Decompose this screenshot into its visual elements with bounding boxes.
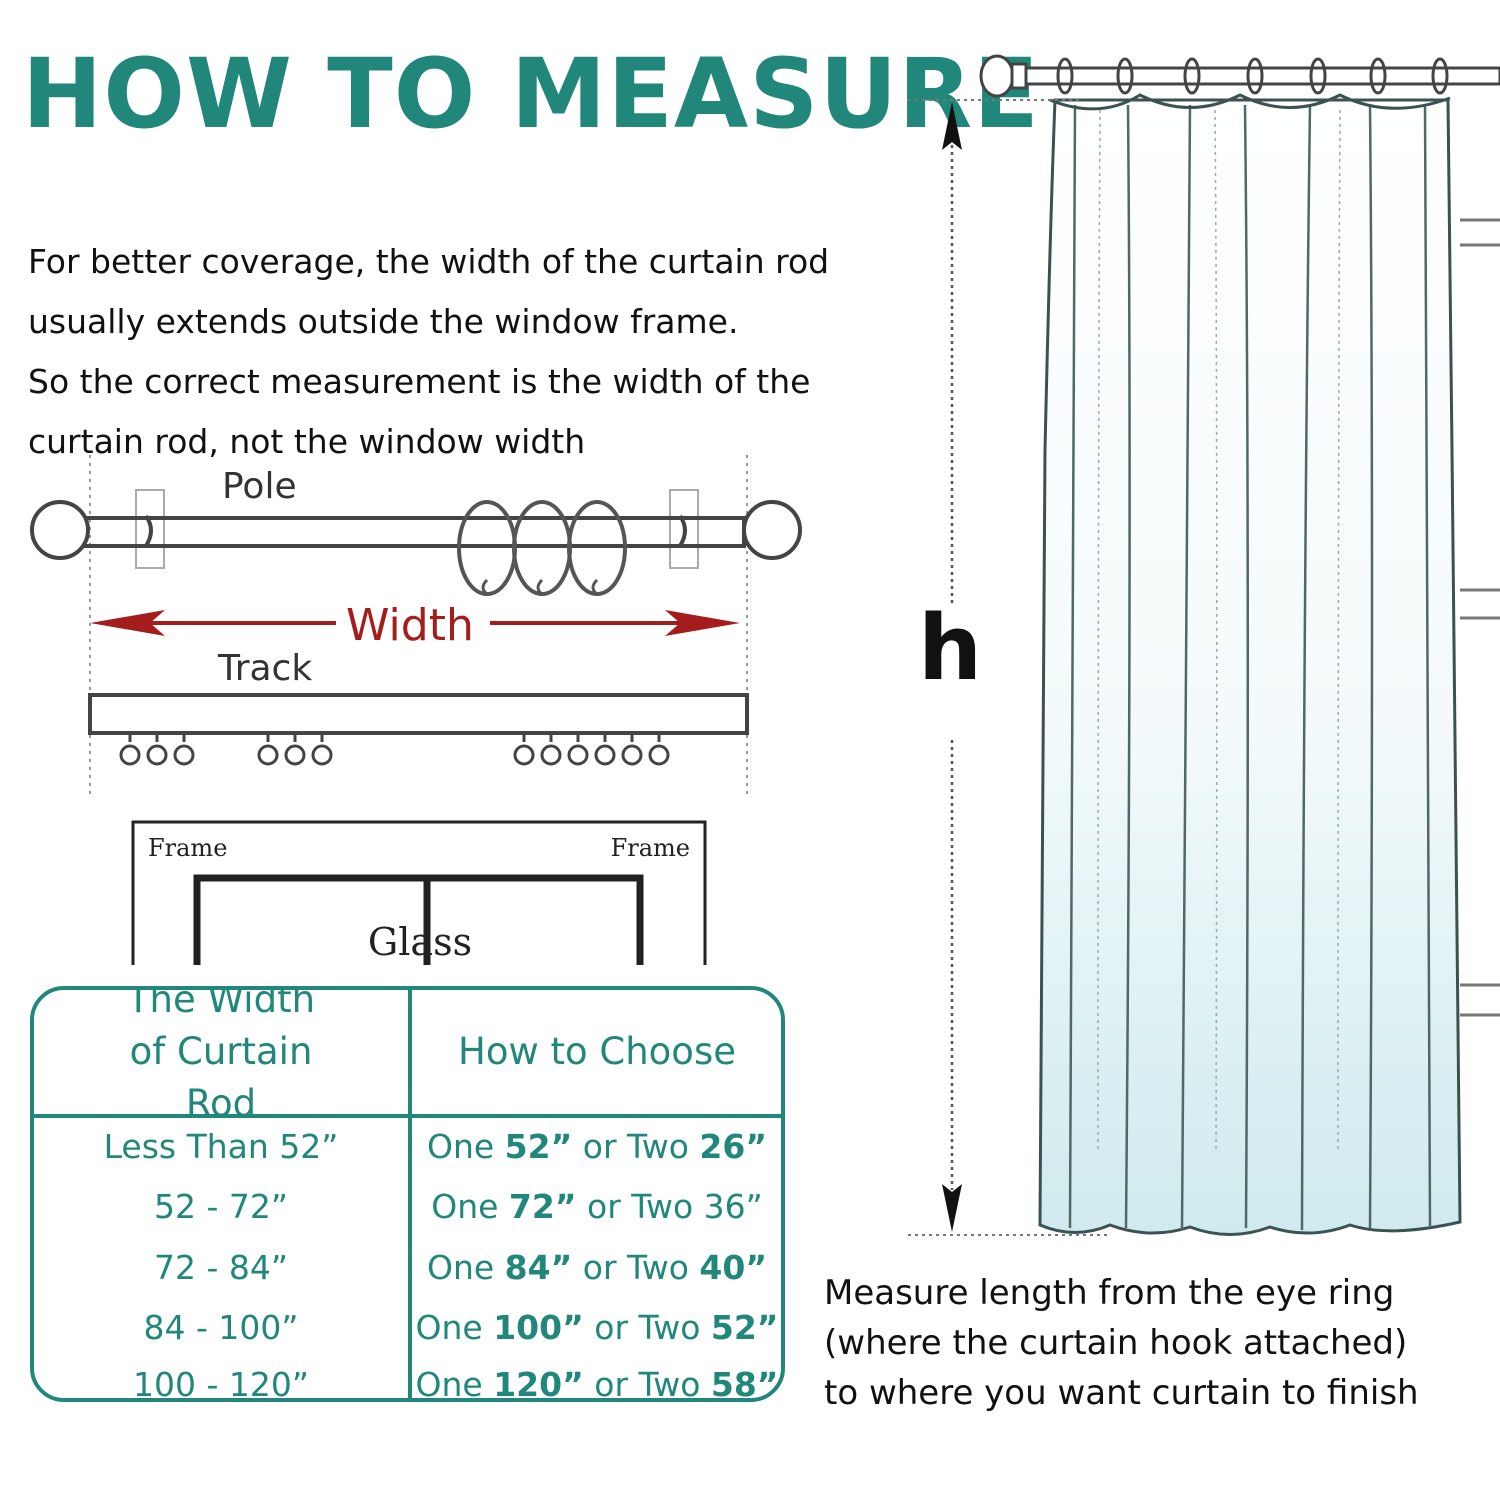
frame-label-left: Frame xyxy=(148,834,227,862)
track-label: Track xyxy=(217,648,312,689)
choose-cell: One 52” or Two 26” xyxy=(412,1116,781,1176)
choose-cell-part: 72” xyxy=(508,1186,577,1226)
measure-caption: Measure length from the eye ring (where … xyxy=(824,1268,1494,1418)
choose-cell-part: One xyxy=(426,1247,505,1287)
rod-width-cell: 100 - 120” xyxy=(133,1364,309,1402)
table-row: 100 - 120” One 120” or Two 58” xyxy=(34,1354,781,1402)
choose-cell-part: 36” xyxy=(703,1186,763,1226)
choose-cell: One 84” or Two 40” xyxy=(412,1237,781,1297)
choose-cell: One 120” or Two 58” xyxy=(412,1354,781,1402)
pole-label: Pole xyxy=(222,466,297,507)
choose-cell-part: 84” xyxy=(504,1247,573,1287)
height-arrow-icon xyxy=(942,102,962,1232)
curtain-rod-icon xyxy=(979,54,1500,98)
choose-cell-part: or Two xyxy=(583,1307,711,1347)
choose-cell-part: or Two xyxy=(572,1247,700,1287)
table-header-rod-width: The Width of Curtain Rod xyxy=(126,986,316,1125)
rod-width-cell: 52 - 72” xyxy=(154,1186,288,1226)
width-label: Width xyxy=(346,600,474,651)
rod-width-cell: 84 - 100” xyxy=(143,1307,299,1347)
rod-width-cell: 72 - 84” xyxy=(154,1247,288,1287)
height-label: h xyxy=(918,596,983,701)
caption-line: (where the curtain hook attached) xyxy=(824,1323,1408,1363)
curtain-diagram xyxy=(908,54,1500,1236)
choose-cell-part: One xyxy=(415,1307,494,1347)
choose-cell-part: or Two xyxy=(576,1186,704,1226)
rod-width-cell: Less Than 52” xyxy=(103,1126,339,1166)
choose-cell-part: 40” xyxy=(699,1247,768,1287)
window-frame-icon xyxy=(131,820,707,965)
table-divider xyxy=(408,990,412,1398)
choose-cell: One 72” or Two 36” xyxy=(412,1176,781,1236)
table-row: Less Than 52” One 52” or Two 26” xyxy=(34,1116,781,1176)
intro-line: curtain rod, not the window width xyxy=(28,422,586,461)
intro-line: usually extends outside the window frame… xyxy=(28,302,739,341)
glass-label: Glass xyxy=(368,920,472,964)
width-arrow-icon xyxy=(90,610,740,636)
pole-icon xyxy=(30,489,802,596)
choose-cell-part: 100” xyxy=(493,1307,584,1347)
intro-line: For better coverage, the width of the cu… xyxy=(28,242,830,281)
caption-line: to where you want curtain to finish xyxy=(824,1373,1419,1413)
page-title: HOW TO MEASURE xyxy=(22,38,1040,150)
window-edge-icon xyxy=(1460,218,1500,1017)
choose-cell-part: 52” xyxy=(710,1307,779,1347)
frame-label-right: Frame xyxy=(611,834,690,862)
choose-cell-part: 120” xyxy=(493,1364,584,1402)
choose-cell-part: 52” xyxy=(504,1126,573,1166)
rod-diagram: Pole Width Track Frame Frame xyxy=(30,455,802,965)
choose-cell-part: One xyxy=(431,1186,509,1226)
size-table: The Width of Curtain Rod How to Choose L… xyxy=(30,986,785,1402)
choose-cell-part: One xyxy=(426,1126,505,1166)
intro-text: For better coverage, the width of the cu… xyxy=(28,232,928,472)
table-row: 72 - 84” One 84” or Two 40” xyxy=(34,1237,781,1297)
table-row: 52 - 72” One 72” or Two 36” xyxy=(34,1176,781,1236)
choose-cell-part: 58” xyxy=(710,1364,779,1402)
curtain-icon xyxy=(1038,98,1462,1236)
choose-cell-part: One xyxy=(415,1364,494,1402)
intro-line: So the correct measurement is the width … xyxy=(28,362,811,401)
choose-cell-part: or Two xyxy=(583,1364,711,1402)
choose-cell-part: 26” xyxy=(699,1126,768,1166)
table-row: 84 - 100” One 100” or Two 52” xyxy=(34,1297,781,1357)
caption-line: Measure length from the eye ring xyxy=(824,1273,1395,1313)
table-header-choose: How to Choose xyxy=(458,1030,736,1073)
table-divider xyxy=(34,1114,781,1118)
choose-cell-part: or Two xyxy=(572,1126,700,1166)
track-icon xyxy=(88,693,749,766)
choose-cell: One 100” or Two 52” xyxy=(412,1297,781,1357)
